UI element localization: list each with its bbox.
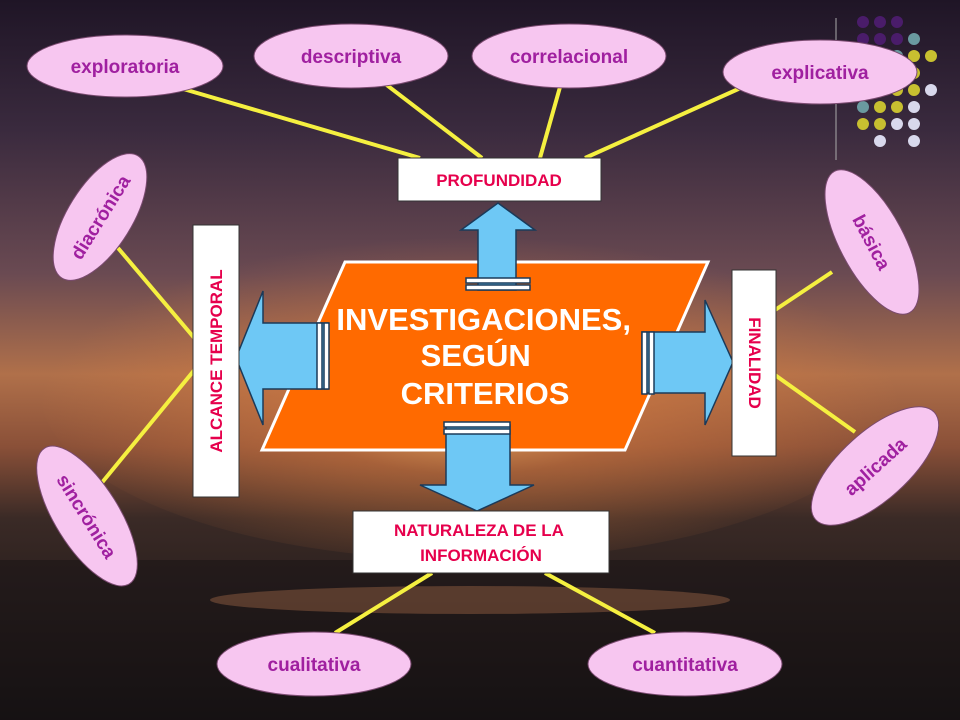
connector-sincronica xyxy=(98,366,198,487)
box-profundidad-label: PROFUNDIDAD xyxy=(436,171,562,190)
box-naturaleza: NATURALEZA DE LA INFORMACIÓN xyxy=(352,510,610,574)
connector-cualitativa xyxy=(333,571,434,635)
ellipse-cuantitativa: cuantitativa xyxy=(587,631,783,697)
center-title: INVESTIGACIONES, SEGÚN CRITERIOS xyxy=(336,302,639,411)
ellipse-correlacional: correlacional xyxy=(471,23,667,89)
box-naturaleza-line-1: NATURALEZA DE LA xyxy=(394,521,564,540)
ellipse-exploratoria: exploratoria xyxy=(26,34,224,98)
box-profundidad: PROFUNDIDAD xyxy=(397,157,602,202)
ellipse-aplicada: aplicada xyxy=(810,406,940,526)
center-title-line-1: INVESTIGACIONES, xyxy=(336,302,631,337)
center-title-line-3: CRITERIOS xyxy=(401,376,570,411)
connector-diacronica xyxy=(116,246,198,342)
ellipse-explicativa: explicativa xyxy=(722,39,918,105)
box-finalidad-label: FINALIDAD xyxy=(745,317,764,409)
sea-reflection xyxy=(210,586,730,614)
box-alcance-temporal: ALCANCE TEMPORAL xyxy=(192,224,240,498)
connector-explicativa xyxy=(584,84,746,160)
ellipse-cuantitativa-label: cuantitativa xyxy=(632,655,738,676)
connector-basica xyxy=(773,270,834,312)
ellipse-explicativa-label: explicativa xyxy=(771,63,869,84)
connector-cuantitativa xyxy=(544,571,656,635)
ellipse-exploratoria-label: exploratoria xyxy=(71,57,180,78)
connector-exploratoria xyxy=(179,86,421,160)
ellipse-sincronica: sincrónica xyxy=(36,445,138,587)
connectors xyxy=(98,74,857,635)
center-title-line-2: SEGÚN xyxy=(421,337,531,373)
sea xyxy=(0,560,960,720)
decorative-dots xyxy=(835,16,937,160)
arrow-up xyxy=(458,202,538,291)
box-finalidad: FINALIDAD xyxy=(731,269,777,457)
box-naturaleza-line-2: INFORMACIÓN xyxy=(420,546,542,565)
connector-aplicada xyxy=(773,373,857,434)
ellipse-correlacional-label: correlacional xyxy=(510,47,628,68)
ellipse-descriptiva-label: descriptiva xyxy=(301,47,402,68)
arrow-left xyxy=(235,290,330,426)
arrow-right xyxy=(641,299,734,426)
connector-correlacional xyxy=(538,79,564,159)
arrow-down xyxy=(419,421,535,512)
ellipse-descriptiva: descriptiva xyxy=(253,23,449,89)
ellipse-cualitativa-label: cualitativa xyxy=(268,655,361,676)
connector-descriptiva xyxy=(373,74,484,160)
arrows xyxy=(235,202,734,512)
ellipse-basica: básica xyxy=(824,169,920,315)
box-naturaleza-label: NATURALEZA DE LA INFORMACIÓN xyxy=(394,521,568,565)
ellipse-cualitativa: cualitativa xyxy=(216,631,412,697)
box-alcance-temporal-label: ALCANCE TEMPORAL xyxy=(207,269,226,452)
